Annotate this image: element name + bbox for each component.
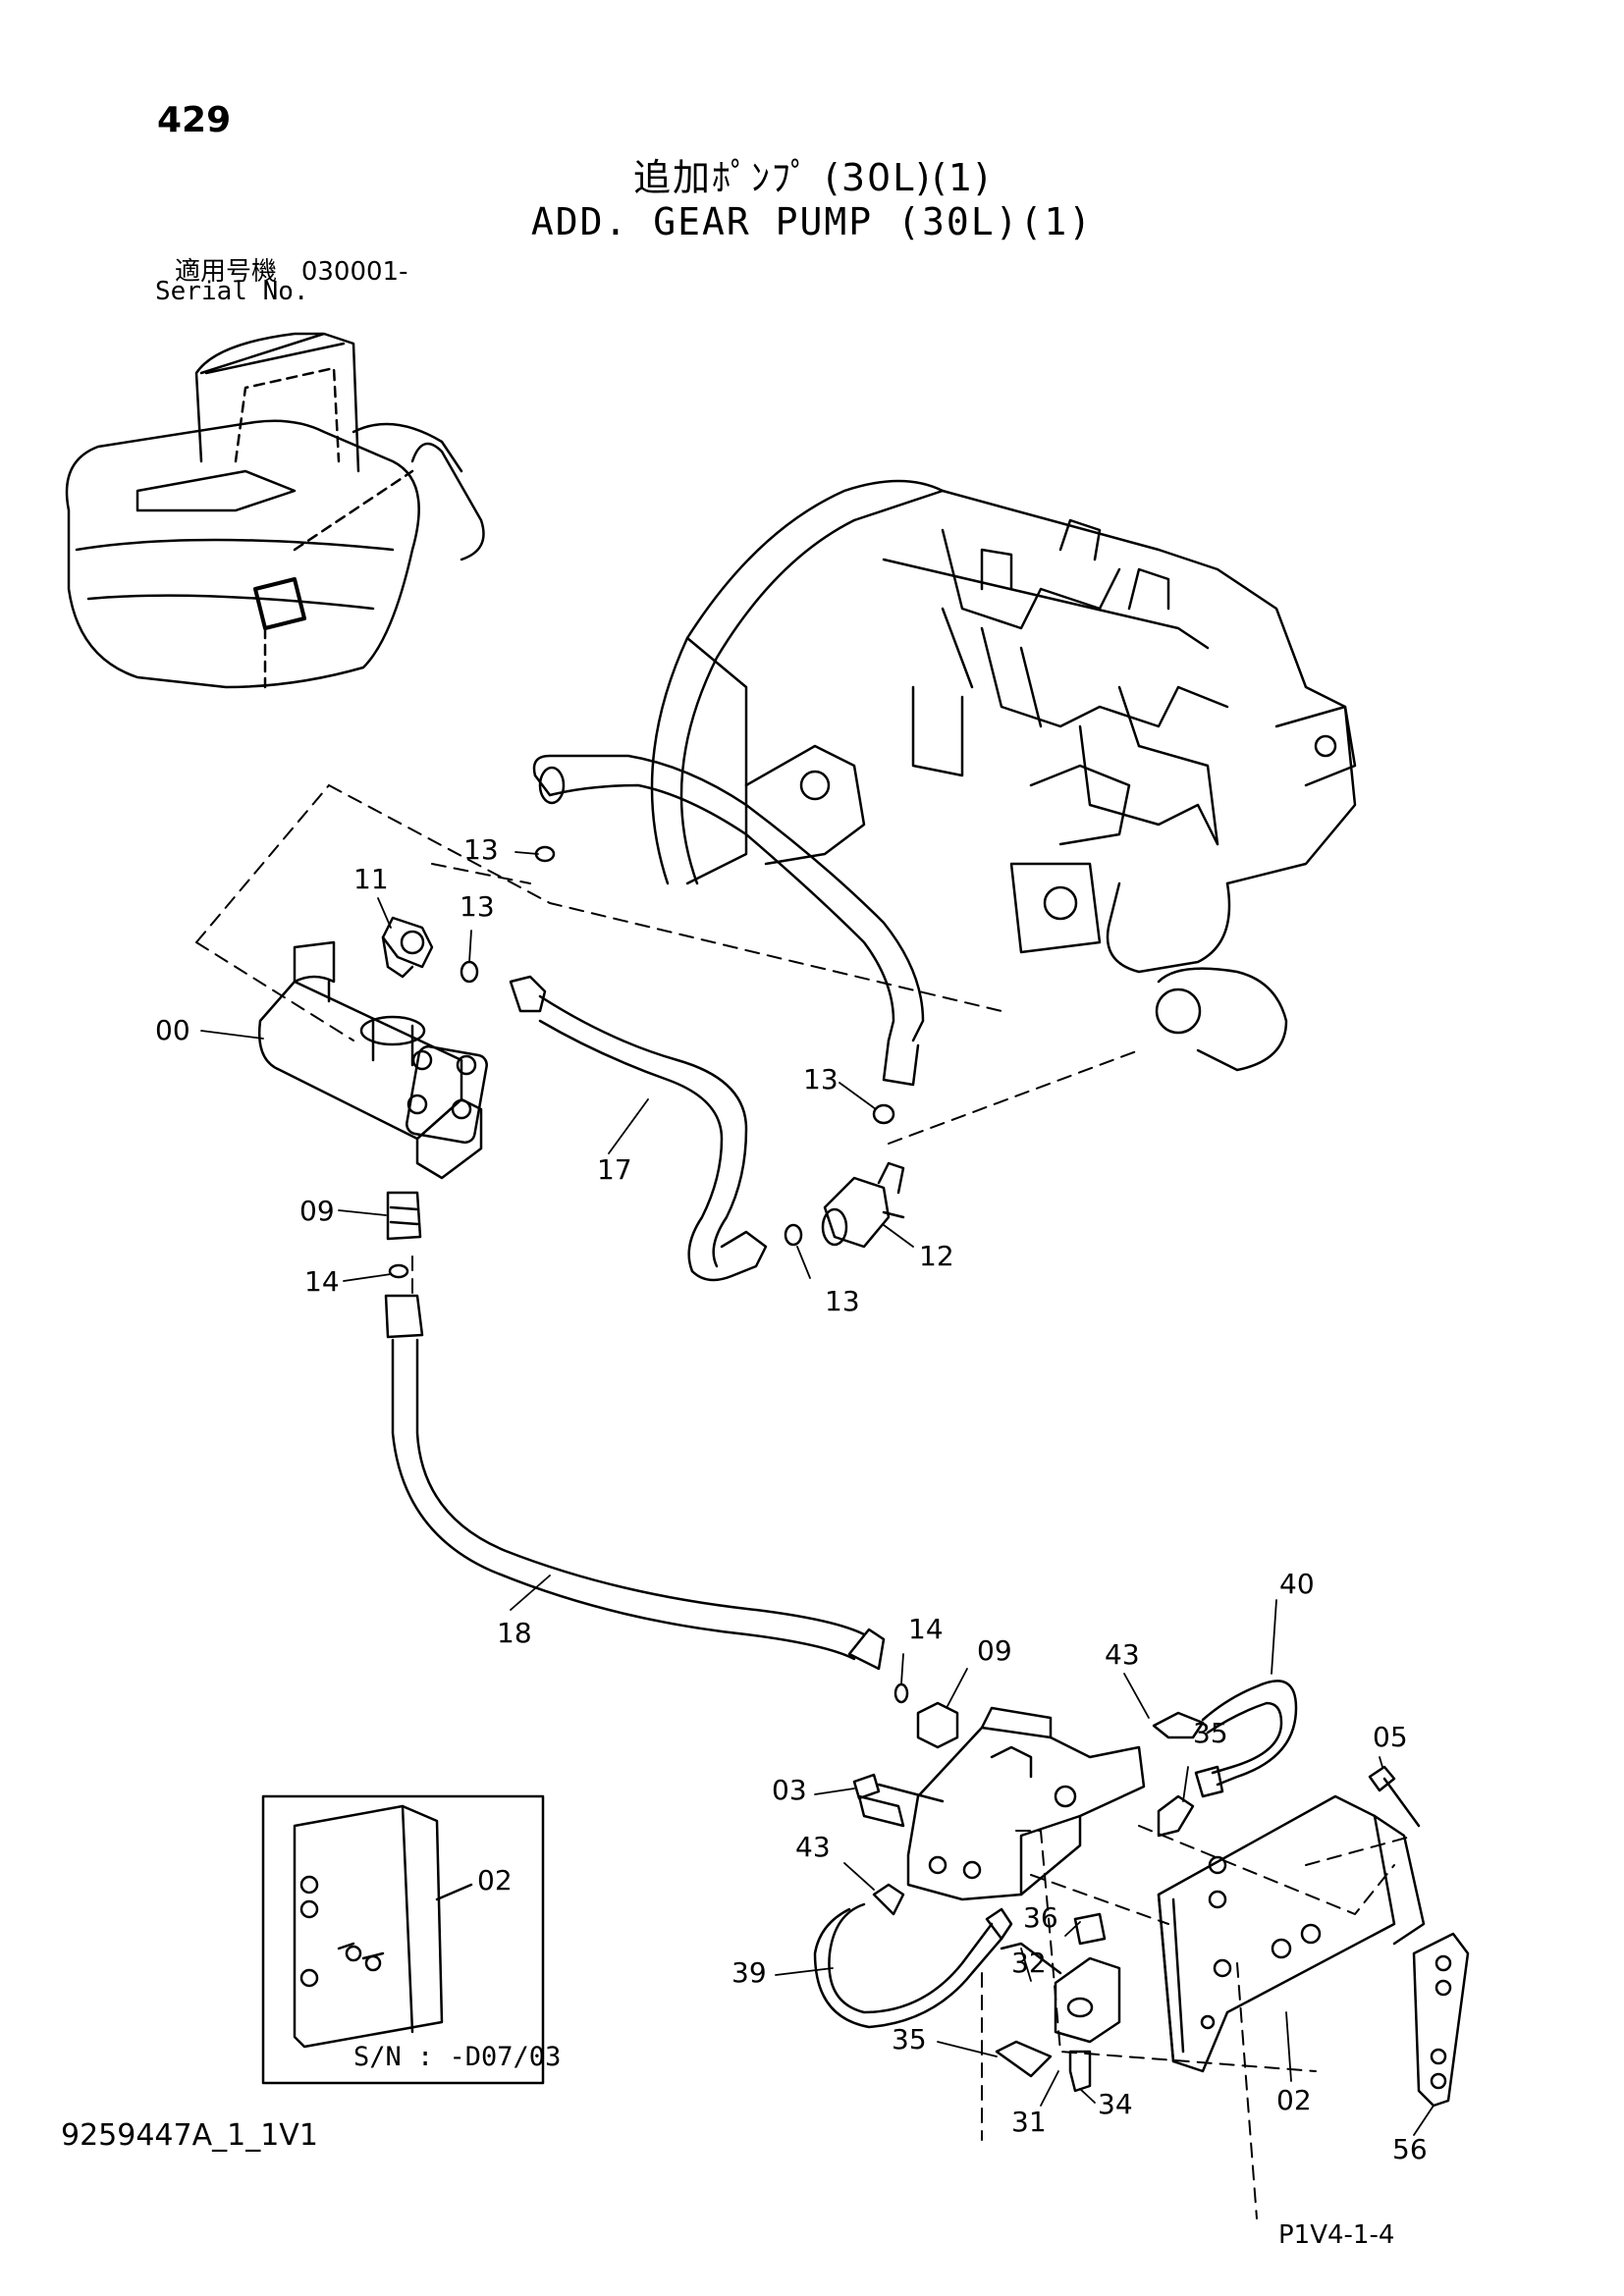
callout-43-top: 43 — [1105, 1638, 1140, 1671]
callout-05: 05 — [1373, 1721, 1408, 1753]
hose-40 — [1152, 1680, 1298, 1838]
callout-13-top: 13 — [463, 833, 499, 866]
callout-39: 39 — [731, 1956, 767, 1989]
serial-label-jp-text: 適用号機 — [175, 257, 278, 287]
hose-17 — [509, 975, 768, 1282]
callout-12: 12 — [919, 1240, 954, 1272]
hose-39 — [813, 1883, 1013, 2029]
inset-detail — [261, 1794, 545, 2085]
small-bracket — [1412, 1932, 1470, 2108]
callout-34: 34 — [1098, 2088, 1133, 2120]
serial-label-english: Serial No. — [155, 277, 309, 306]
callout-00: 00 — [155, 1014, 190, 1046]
callout-13-bottom: 13 — [825, 1285, 860, 1317]
adapter-09-lower — [916, 1701, 959, 1749]
title-english: ADD. GEAR PUMP (30L)(1) — [530, 200, 1094, 243]
callout-13-right: 13 — [803, 1063, 839, 1095]
callout-02-right: 02 — [1276, 2084, 1312, 2116]
callout-32: 32 — [1011, 1947, 1047, 1979]
inset-serial-caption: S/N : -D07/03 — [353, 2042, 562, 2072]
serial-value: 030001- — [300, 257, 408, 287]
callout-35-top: 35 — [1193, 1717, 1228, 1749]
callout-03: 03 — [772, 1774, 807, 1806]
callout-31: 31 — [1011, 2106, 1047, 2138]
bracket-plate — [1157, 1794, 1426, 2073]
callout-09-top: 09 — [299, 1195, 335, 1227]
elbow-fitting — [381, 916, 434, 979]
callout-14-lower: 14 — [908, 1613, 944, 1645]
callout-36: 36 — [1023, 1901, 1058, 1934]
callout-13-mid: 13 — [460, 890, 495, 923]
callout-17: 17 — [597, 1153, 632, 1186]
callout-35-lower: 35 — [892, 2023, 927, 2056]
document-id: 9259447A_1_1V1 — [61, 2118, 318, 2153]
callout-09-lower: 09 — [977, 1634, 1012, 1667]
excavator-overview — [65, 332, 485, 689]
connector-block — [995, 1912, 1121, 2093]
tee-fitting — [821, 1161, 905, 1249]
hose-18 — [384, 1191, 886, 1671]
title-japanese: 追加ﾎﾟﾝﾌﾟ (30L)(1) — [632, 156, 992, 199]
page-code: P1V4-1-4 — [1278, 2220, 1395, 2250]
alignment-lines — [195, 784, 1415, 2219]
valve-block — [857, 1706, 1146, 1901]
suction-pipe — [532, 754, 925, 1087]
callout-40: 40 — [1279, 1568, 1315, 1600]
main-pump-assembly — [650, 479, 1357, 1072]
bolts — [852, 1765, 1421, 1828]
page-number: 429 — [157, 100, 232, 140]
serial-label-japanese: 適用号機 030001- — [175, 251, 407, 288]
callout-11: 11 — [353, 863, 389, 895]
callout-02-inset: 02 — [477, 1864, 513, 1896]
leader-lines — [200, 851, 1435, 2136]
o-rings — [388, 845, 909, 1704]
callout-43-lower: 43 — [795, 1831, 831, 1863]
gear-pump — [257, 940, 488, 1180]
callout-14-top: 14 — [304, 1265, 340, 1298]
callout-56: 56 — [1392, 2133, 1428, 2165]
callout-18: 18 — [497, 1617, 532, 1649]
